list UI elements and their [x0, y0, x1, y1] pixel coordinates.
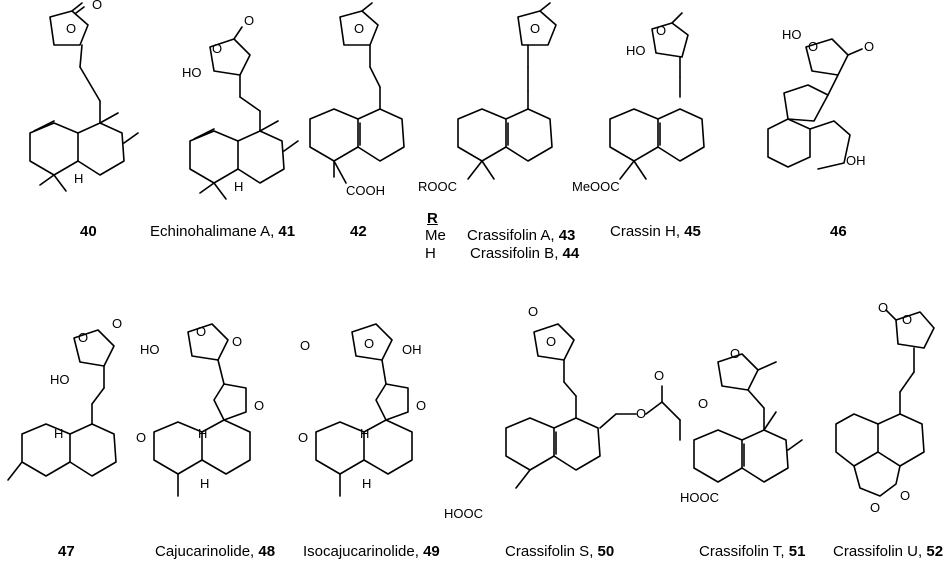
atom-h: H [74, 171, 83, 186]
atom-o: O [298, 430, 308, 445]
atom-h: H [360, 426, 369, 441]
compound-name: Crassin H, [610, 223, 685, 240]
r-value: Me [425, 227, 446, 244]
structure-41: HO O O H [182, 13, 299, 200]
structure-40: O O H [29, 0, 139, 192]
compound-name: Cajucarinolide, [155, 543, 259, 560]
compound-label-45: Crassin H, 45 [610, 223, 701, 240]
atom-oh: OH [846, 153, 866, 168]
atom-o: O [698, 396, 708, 411]
atom-o: O [654, 368, 664, 383]
atom-ho: HO [50, 372, 70, 387]
atom-h: H [362, 476, 371, 491]
structure-46: HO OH O O [767, 27, 874, 170]
compound-label-49: Isocajucarinolide, 49 [303, 543, 440, 560]
structure-50: O O O O HOOC [444, 304, 681, 521]
structure-52: O O O O [835, 300, 935, 515]
compound-label-41: Echinohalimane A, 41 [150, 223, 295, 240]
compound-number: 41 [278, 223, 296, 240]
atom-o: O [416, 398, 426, 413]
compound-number: 45 [684, 223, 701, 240]
structure-43-44: ROOC O [418, 2, 557, 194]
compound-number: 44 [562, 245, 580, 262]
compound-label-48: Cajucarinolide, 48 [155, 543, 275, 560]
compound-name: Crassifolin T, [699, 543, 789, 560]
atom-h: H [234, 179, 243, 194]
atom-ho: HO [140, 342, 160, 357]
compound-number: 49 [423, 543, 440, 560]
structure-48: HO O O O O H H [136, 323, 264, 497]
atom-o: O [902, 312, 912, 327]
compound-number: 50 [597, 543, 615, 560]
atom-o: O [136, 430, 146, 445]
atom-hooc: HOOC [444, 506, 483, 521]
structure-47: HO H O O [7, 316, 122, 481]
atom-o: O [354, 21, 364, 36]
atom-o: O [870, 500, 880, 515]
atom-o: O [900, 488, 910, 503]
r-legend-header: R [427, 210, 438, 227]
atom-o: O [864, 39, 874, 54]
atom-h: H [198, 426, 207, 441]
r-legend-row: H [425, 245, 436, 262]
atom-o: O [730, 346, 740, 361]
atom-o: O [78, 330, 88, 345]
atom-o: O [808, 39, 818, 54]
atom-h: H [54, 426, 63, 441]
atom-o: O [530, 21, 540, 36]
atom-o: O [92, 0, 102, 12]
atom-o: O [300, 338, 310, 353]
atom-o: O [636, 406, 646, 421]
structure-45: HO MeOOC O [572, 12, 705, 194]
compound-label-44: Crassifolin B, 44 [470, 245, 579, 262]
compound-number: 46 [830, 223, 847, 240]
atom-o: O [254, 398, 264, 413]
atom-ho: HO [782, 27, 802, 42]
compound-name: Isocajucarinolide, [303, 543, 424, 560]
compound-label-51: Crassifolin T, 51 [699, 543, 805, 560]
atom-o: O [656, 23, 666, 38]
atom-ho: HO [182, 65, 202, 80]
compound-number: 43 [558, 227, 576, 244]
compound-number: 48 [258, 543, 276, 560]
atom-hooc: HOOC [680, 490, 719, 505]
compound-name: Echinohalimane A, [150, 223, 279, 240]
atom-o: O [878, 300, 888, 315]
compound-name: Crassifolin U, [833, 543, 927, 560]
structure-51: O O HOOC [680, 346, 803, 505]
atom-rooc: ROOC [418, 179, 457, 194]
atom-h: H [200, 476, 209, 491]
r-value: H [425, 245, 436, 262]
compound-name: Crassifolin B, [470, 245, 563, 262]
compound-number: 40 [80, 223, 97, 240]
compound-label-43: Crassifolin A, 43 [467, 227, 575, 244]
structure-49: OH O O O O H H [298, 323, 426, 497]
atom-o: O [112, 316, 122, 331]
atom-o: O [196, 324, 206, 339]
compound-number: 51 [788, 543, 806, 560]
atom-meooc: MeOOC [572, 179, 620, 194]
atom-o: O [528, 304, 538, 319]
compound-label-50: Crassifolin S, 50 [505, 543, 614, 560]
compound-number: 52 [926, 543, 944, 560]
atom-o: O [66, 21, 76, 36]
r-legend-row: Me [425, 227, 446, 244]
structure-42: COOH O [309, 2, 405, 198]
atom-oh: OH [402, 342, 422, 357]
atom-o: O [232, 334, 242, 349]
atom-o: O [212, 41, 222, 56]
atom-o: O [244, 13, 254, 28]
compound-number: 47 [58, 543, 75, 560]
compound-name: Crassifolin A, [467, 227, 559, 244]
compound-label-52: Crassifolin U, 52 [833, 543, 943, 560]
compound-number: 42 [350, 223, 367, 240]
atom-ho: HO [626, 43, 646, 58]
atom-o: O [364, 336, 374, 351]
atom-o: O [546, 334, 556, 349]
atom-cooh: COOH [346, 183, 385, 198]
compound-name: Crassifolin S, [505, 543, 598, 560]
